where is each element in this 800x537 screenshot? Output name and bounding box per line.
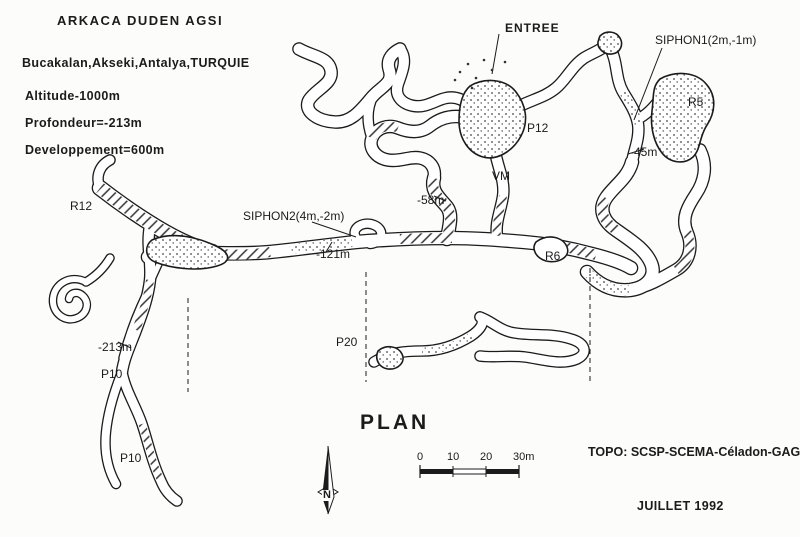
label-r5: R5 xyxy=(688,95,704,109)
leader-lines xyxy=(117,33,663,392)
label-r6: R6 xyxy=(545,249,561,263)
cave-chambers xyxy=(145,31,715,370)
north-letter: N xyxy=(322,489,332,501)
label-siphon2: SIPHON2(4m,-2m) xyxy=(243,209,345,223)
survey-date: JUILLET 1992 xyxy=(637,499,724,513)
entrance-dripline-dots xyxy=(453,58,507,90)
label-vm: VM xyxy=(492,169,510,183)
north-arrow-icon xyxy=(317,445,339,515)
label-depth-58m: -58m xyxy=(417,193,445,207)
label-entree: ENTREE xyxy=(505,21,560,35)
r6-pocket xyxy=(533,236,569,263)
scale-bar xyxy=(419,465,520,478)
label-siphon1: SIPHON1(2m,-1m) xyxy=(655,33,757,47)
label-p10-lower: P10 xyxy=(120,451,142,465)
plan-title: PLAN xyxy=(360,411,430,434)
map-altitude: Altitude-1000m xyxy=(25,89,121,103)
map-depth: Profondeur=-213m xyxy=(25,116,143,130)
upper-blob xyxy=(597,31,623,55)
label-p12: P12 xyxy=(527,121,549,135)
map-title: ARKACA DUDEN AGSI xyxy=(57,13,224,28)
scale-tick-20: 20 xyxy=(480,451,493,463)
label-p20: P20 xyxy=(336,335,358,349)
label-depth-213m: -213m xyxy=(98,340,133,354)
entrance-chamber xyxy=(458,79,527,159)
label-p10-upper: P10 xyxy=(101,367,123,381)
label-r12: R12 xyxy=(70,199,93,213)
label-depth-45m: -45m xyxy=(630,145,658,159)
label-depth-121m: -121m xyxy=(316,247,351,261)
scale-tick-30: 30m xyxy=(513,451,535,463)
scale-tick-0: 0 xyxy=(417,451,424,463)
map-development: Developpement=600m xyxy=(25,143,165,157)
topo-credit: TOPO: SCSP-SCEMA-Céladon-GAG xyxy=(588,445,800,459)
p20-pocket xyxy=(375,345,404,370)
junction-chamber xyxy=(145,234,229,270)
map-location: Bucakalan,Akseki,Antalya,TURQUIE xyxy=(22,56,250,70)
scale-tick-10: 10 xyxy=(447,451,460,463)
r5-chamber xyxy=(650,72,715,163)
